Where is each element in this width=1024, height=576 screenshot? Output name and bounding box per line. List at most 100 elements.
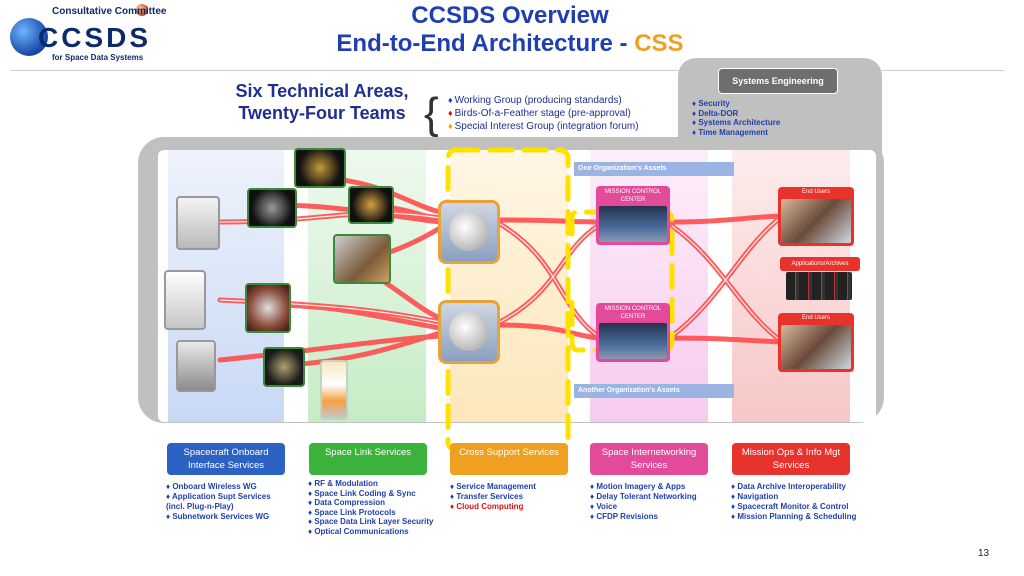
ground-station-antenna-2 [438,300,500,364]
header-divider [10,70,1004,71]
end-users-label: End Users [801,315,830,321]
list-item-text: Cloud Computing [456,502,524,511]
list-item-text: Space Data Link Layer Security [314,517,434,526]
list-item-text: Transfer Services [456,492,524,501]
list-item-text: Data Archive Interoperability [737,482,846,491]
logo-name: CCSDS [38,22,152,53]
list-item-text: Service Management [456,482,536,491]
spacecraft-bus-icon [164,270,206,330]
logo-org-top: Consultative Committee [52,6,167,17]
list-item-text: Data Compression [314,498,385,507]
list-item: ♦ Cloud Computing [450,502,570,512]
list-item: ♦ Subnetwork Services WG [166,512,270,521]
list-item-text: Delta-DOR [698,108,739,118]
legend-text: Working Group (producing standards) [454,95,622,106]
list-item-text: Optical Communications [314,526,409,536]
service-mission-ops[interactable]: Mission Ops & Info Mgt Services [732,443,850,475]
list-item: ♦ Systems Architecture [692,118,781,127]
area-band-cross-support [450,150,568,422]
lander-icon [247,188,297,228]
applications-archives-label: Applications/Archives [780,257,860,271]
list-item: ♦ Onboard Wireless WG [166,482,257,491]
list-item: ♦ Navigation [731,492,779,501]
control-room-image [599,206,667,242]
control-room-image [599,323,667,359]
list-item: ♦ Application Supt Services (incl. Plug-… [166,492,271,511]
list-item-text: Systems Architecture [698,118,781,127]
logo-mark-icon [10,18,48,56]
ground-station-antenna-1 [438,200,500,264]
diamond-icon: ♦ [448,108,453,118]
list-item-text: Motion Imagery & Apps [596,482,686,491]
list-item: ♦ Transfer Services [450,492,524,501]
launch-vehicle-icon [320,360,348,420]
diamond-icon: ♦ [450,502,455,511]
list-item: ♦ Voice [590,502,618,511]
list-item-text: Application Supt Services (incl. Plug-n-… [166,492,271,511]
list-item: ♦ Spacecraft Monitor & Control [731,502,849,511]
page-subtitle: End-to-End Architecture - CSS [260,30,760,58]
spacecraft-module-icon [176,196,220,250]
subtitle-prefix: End-to-End Architecture - [336,30,635,57]
list-item-text: Navigation [737,492,779,501]
list-item: ♦ Service Management [450,482,536,491]
astronaut-icon [245,283,291,333]
space-link-teams: ♦ RF & Modulation ♦ Space Link Coding & … [308,479,434,536]
space-habitat-icon [333,234,391,284]
list-item: ♦ Space Link Protocols [308,507,396,517]
list-item-text: Space Link Protocols [314,507,396,517]
legend-text: Special Interest Group (integration foru… [454,121,639,132]
mission-control-center-1: MISSION CONTROL CENTER [596,186,670,245]
another-org-assets-label: Another Organization's Assets [574,384,734,398]
service-space-internetworking[interactable]: Space Internetworking Services [590,443,708,475]
list-item-text: Onboard Wireless WG [172,482,257,491]
mission-ops-teams: ♦ Data Archive Interoperability ♦ Naviga… [731,482,867,522]
end-users-image [781,199,851,243]
list-item: ♦ Security [692,99,730,108]
list-item-text: RF & Modulation [314,479,378,488]
spacecraft-onboard-teams: ♦ Onboard Wireless WG ♦ Application Supt… [166,482,288,522]
list-item: ♦ Data Compression [308,498,385,507]
diamond-icon: ♦ [448,95,453,105]
areas-heading-line1: Six Technical Areas, [235,81,409,101]
brace-icon: { [424,89,439,138]
satellite-icon [294,148,346,188]
list-item: ♦ Delay Tolerant Networking [590,492,697,501]
list-item-text: Voice [596,502,618,511]
antenna-dish-icon [449,211,489,251]
list-item-text: Mission Planning & Scheduling [737,512,857,521]
list-item: ♦ Space Link Coding & Sync [308,488,416,498]
logo-org-bottom: for Space Data Systems [52,53,144,62]
list-item-text: Subnetwork Services WG [172,512,270,521]
list-item: ♦ Space Data Link Layer Security [308,517,434,526]
list-item: ♦ Motion Imagery & Apps [590,482,686,491]
end-users-image [781,325,851,369]
end-users-1: End Users [778,187,854,246]
end-users-2: End Users [778,313,854,372]
diamond-icon: ♦ [448,121,453,131]
systems-engineering-list: ♦ Security ♦ Delta-DOR ♦ Systems Archite… [692,99,780,137]
end-users-label: End Users [801,189,830,195]
service-cross-support[interactable]: Cross Support Services [450,443,568,475]
list-item-text: CFDP Revisions [596,512,658,521]
list-item: ♦ CFDP Revisions [590,512,658,521]
list-item-text: Spacecraft Monitor & Control [737,502,849,511]
ccsds-logo: Consultative Committee CCSDS for Space D… [10,4,166,66]
legend-text: Birds-Of-a-Feather stage (pre-approval) [454,108,631,119]
legend-item: ♦Birds-Of-a-Feather stage (pre-approval) [448,107,639,120]
list-item: ♦ Delta-DOR [692,108,739,118]
list-item-text: Time Management [698,127,768,137]
service-spacecraft-onboard[interactable]: Spacecraft Onboard Interface Services [167,443,285,475]
logo-dot-icon [136,4,148,16]
list-item: ♦ Data Archive Interoperability [731,482,846,491]
space-internetworking-teams: ♦ Motion Imagery & Apps ♦ Delay Tolerant… [590,482,720,522]
list-item-text: Space Link Coding & Sync [314,488,416,498]
systems-engineering-title: Systems Engineering [718,68,838,94]
space-probe-icon [348,186,394,224]
service-space-link[interactable]: Space Link Services [309,443,427,475]
one-org-assets-label: One Organization's Assets [574,162,734,176]
legend-item: ♦Special Interest Group (integration for… [448,120,639,133]
page-title: CCSDS Overview [411,2,609,29]
mission-control-center-2: MISSION CONTROL CENTER [596,303,670,362]
cross-support-teams: ♦ Service Management ♦ Transfer Services… [450,482,570,512]
